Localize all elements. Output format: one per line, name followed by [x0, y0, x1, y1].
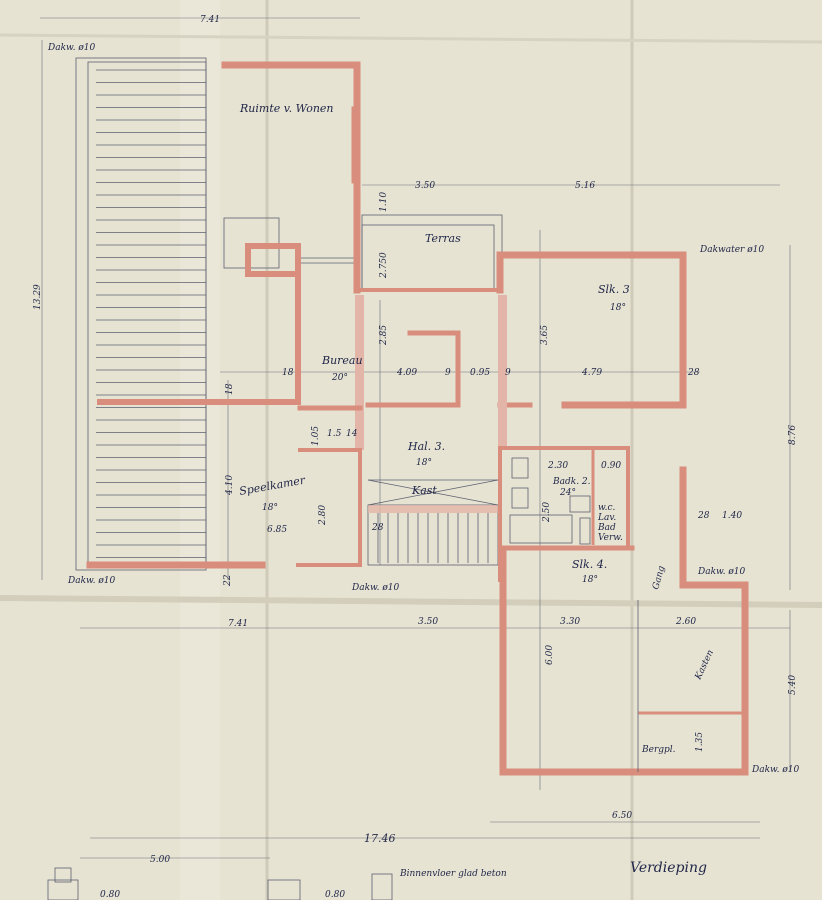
dim-label: 13.29	[33, 284, 43, 310]
dim-label: 28	[687, 368, 700, 378]
label-bathroom: Badk. 2.	[552, 477, 591, 487]
label-office-temp: 20°	[331, 373, 348, 383]
annotations: Dakw. ø10 Dakwater ø10 Dakw. ø10 Dakw. ø…	[47, 43, 800, 879]
dim-label: 2.85	[379, 325, 389, 346]
dim-label: 4.09	[396, 368, 417, 378]
dim-label: 2.80	[318, 505, 328, 526]
dim-label: 4.10	[225, 475, 235, 496]
label-living: Ruimte v. Wonen	[239, 102, 334, 115]
label-storage: Bergpl.	[641, 745, 676, 755]
dim-label: 7.41	[228, 619, 248, 629]
dim-label: 6.85	[267, 525, 287, 535]
dim-label: 3.50	[418, 617, 438, 627]
roof-drain-note: Dakw. ø10	[751, 765, 800, 775]
dim-label: 17.46	[364, 832, 396, 845]
dimension-labels: 7.41 13.29 3.50 5.16 1.10 2.750 2.85 4.0…	[33, 15, 798, 900]
dim-label: 9	[505, 368, 511, 378]
label-closet: Kast	[411, 484, 437, 497]
dim-label: 18	[282, 368, 294, 378]
dim-label: 4.79	[581, 368, 602, 378]
dim-label: 14	[346, 429, 358, 439]
label-hall-temp: 18°	[416, 458, 432, 468]
dim-label: 2.30	[547, 461, 568, 471]
label-wc: w.c. Lav. Bad Verw.	[598, 503, 623, 543]
dim-label: 0.95	[470, 368, 490, 378]
label-bedroom4-temp: 18°	[582, 575, 598, 585]
dim-label: 7.41	[200, 15, 220, 25]
dim-label: 1.05	[311, 426, 321, 446]
dim-label: 5.16	[575, 181, 595, 191]
roof-drain-note: Dakwater ø10	[699, 245, 764, 255]
dim-label: 1.5	[327, 429, 342, 439]
label-hall: Hal. 3.	[407, 440, 445, 453]
dim-label: 2.750	[379, 252, 389, 279]
roof-drain-note: Dakw. ø10	[697, 567, 746, 577]
dim-label: 3.30	[560, 617, 580, 627]
dim-label: 0.90	[601, 461, 621, 471]
label-bedroom3-temp: 18°	[610, 303, 626, 313]
detail-symbols	[47, 867, 393, 900]
dim-label: 0.80	[100, 890, 120, 900]
drawing-title: Verdieping	[630, 860, 707, 876]
label-office: Bureau	[321, 354, 363, 367]
dim-label: 28	[371, 523, 384, 533]
dim-label: 1.10	[379, 192, 389, 212]
dim-label: 2.50	[542, 502, 552, 523]
dim-label: 3.50	[415, 181, 435, 191]
dim-label: 6.00	[545, 645, 555, 665]
dim-label: 0.80	[325, 890, 345, 900]
roof-drain-note: Dakw. ø10	[351, 583, 400, 593]
dim-label: 28	[697, 511, 710, 521]
label-terrace: Terras	[425, 232, 461, 245]
dim-label: 3.65	[540, 325, 550, 345]
dim-label: 8.76	[788, 425, 798, 445]
dimension-lines	[40, 17, 791, 859]
dim-label: 2.60	[675, 617, 696, 627]
dim-label: 9	[445, 368, 451, 378]
dim-label: 1.35	[695, 732, 705, 752]
dim-label: 6.50	[612, 811, 632, 821]
dim-label: 18	[225, 383, 235, 395]
roof-drain-note: Dakw. ø10	[47, 43, 96, 53]
label-bathroom-temp: 24°	[559, 488, 576, 498]
label-playroom-temp: 18°	[262, 503, 278, 513]
label-bedroom3: Slk. 3	[598, 283, 630, 296]
label-bedroom4: Slk. 4.	[572, 558, 607, 571]
walls	[86, 61, 749, 776]
roof-drain-note: Dakw. ø10	[67, 576, 116, 586]
bathroom-fixtures	[509, 457, 591, 545]
floor-note: Binnenvloer glad beton	[399, 869, 507, 879]
dim-label: 5.40	[788, 675, 798, 695]
dim-label: 5.00	[150, 855, 170, 865]
dim-label: 1.40	[722, 511, 742, 521]
dim-label: 22	[223, 574, 233, 587]
